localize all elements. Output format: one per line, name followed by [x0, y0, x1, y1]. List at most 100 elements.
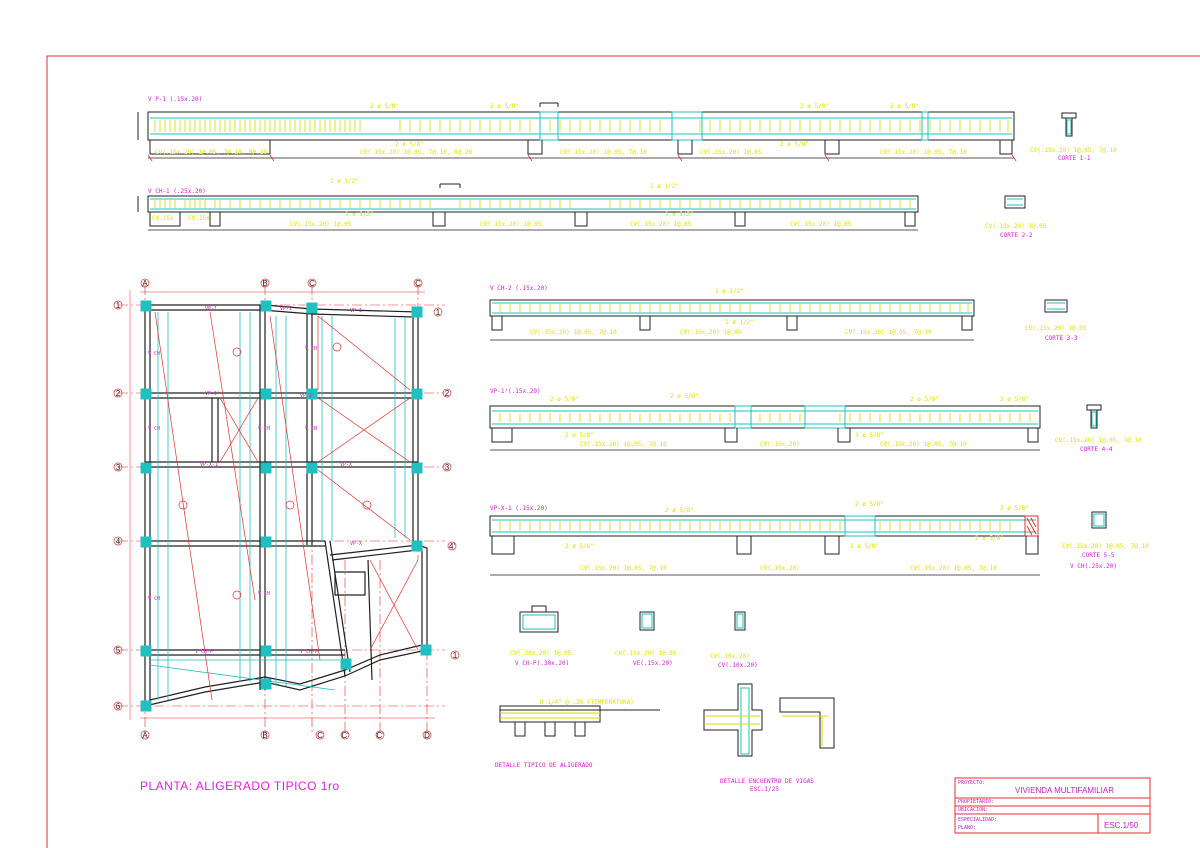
detail-encuentro: DETALLE ENCUENTRO DE VIGAS ESC.1/25	[703, 683, 835, 793]
plan-axis-left-5: 5	[116, 646, 121, 655]
svg-text:2 ø 5/8": 2 ø 5/8"	[395, 141, 424, 148]
svg-text:2 ø 5/8": 2 ø 5/8"	[1000, 396, 1029, 403]
beam-vch2-title: V CH-2 (.15x.20)	[490, 285, 548, 292]
svg-text:V CH-P: V CH-P	[300, 649, 318, 655]
tb-escala: ESC.1/50	[1104, 821, 1139, 830]
svg-text:2 ø 5/8": 2 ø 5/8"	[370, 103, 399, 110]
svg-text:CV(.15x.20) 1@.05, 7@.10: CV(.15x.20) 1@.05, 7@.10	[1062, 543, 1149, 550]
floor-plan: VP-1VP-1VP-1 VP-1'VP-1' VP-X-1VP-X VP-XV…	[113, 278, 460, 793]
plan-axis-right-1: 1	[436, 308, 441, 317]
beam-vch1-elevation: V CH-1 (.25x.20) CV.15x CV.15x CV(.15x.2…	[137, 178, 919, 231]
svg-text:CV(.15x.20) 1@.05, 7@.10: CV(.15x.20) 1@.05, 7@.10	[560, 149, 647, 156]
svg-text:CV(.15x.20) 1@.05: CV(.15x.20) 1@.05	[290, 221, 352, 228]
plan-axis-top-c: C	[309, 279, 315, 288]
svg-text:VP-1': VP-1'	[205, 391, 220, 397]
svg-text:CV(.15x.20) 1@.05: CV(.15x.20) 1@.05	[630, 221, 692, 228]
svg-text:V CH: V CH	[258, 591, 270, 597]
svg-text:1 ø 1/2": 1 ø 1/2"	[345, 211, 374, 218]
svg-text:V CH: V CH	[148, 426, 160, 432]
svg-text:V CH-P: V CH-P	[195, 649, 213, 655]
svg-text:1 ø 1/2": 1 ø 1/2"	[725, 319, 754, 326]
svg-text:1 ø 1/2": 1 ø 1/2"	[330, 178, 359, 185]
svg-text:CV(.15x.20) 1@.05: CV(.15x.20) 1@.05	[480, 221, 542, 228]
svg-text:VP-1': VP-1'	[300, 393, 315, 399]
svg-text:CV(.15x.20) 1@.05, 7@.10: CV(.15x.20) 1@.05, 7@.10	[845, 329, 932, 336]
svg-text:CV(.15x.20) 1@.05, 7@.10: CV(.15x.20) 1@.05, 7@.10	[530, 329, 617, 336]
beam-vpx1-title: VP-X-1 (.15x.20)	[490, 505, 548, 512]
svg-text:2 ø 5/8": 2 ø 5/8"	[855, 501, 884, 508]
svg-text:CV(.15x.20) 1@.05: CV(.15x.20) 1@.05	[1025, 325, 1087, 332]
plan-axis-left-1: 1	[116, 301, 121, 310]
svg-text:1 ø 1/2": 1 ø 1/2"	[665, 211, 694, 218]
svg-text:CV(.15x.20) 1@.05: CV(.15x.20) 1@.05	[985, 223, 1047, 230]
svg-text:VP-1: VP-1	[205, 306, 217, 312]
plan-axis-top-b: B	[262, 279, 267, 288]
svg-text:CV.15x: CV.15x	[188, 215, 210, 222]
plan-axis-bottom-c2: C'	[376, 731, 384, 740]
svg-text:CV(.30x.20) 1@.05: CV(.30x.20) 1@.05	[510, 650, 572, 657]
beam-vpx1-elevation: VP-X-1 (.15x.20) CV(.15x.20) 1@.05, 7@.1…	[489, 501, 1040, 576]
label-detail-cv: CV(.10x.20)	[718, 662, 758, 669]
detail-cv: CV(.10x.20) CV(.10x.20)	[710, 611, 758, 669]
beam-vp1p-elevation: VP-1'(.15x.20) CV(.15x.20) 1@.05, 7@.10 …	[489, 388, 1041, 451]
svg-text:CV(.15x.20) 1@.05: CV(.15x.20) 1@.05	[615, 650, 677, 657]
svg-text:2 ø 5/8": 2 ø 5/8"	[975, 535, 1004, 542]
svg-text:CV(.15x.20) 1@.05: CV(.15x.20) 1@.05	[700, 149, 762, 156]
svg-text:2 ø 5/8": 2 ø 5/8"	[550, 396, 579, 403]
plan-axis-left-3: 3	[116, 463, 121, 472]
beam-vp1p-title: VP-1'(.15x.20)	[490, 388, 541, 395]
svg-text:CV(.15x.20) 1@.05, 7@.10: CV(.15x.20) 1@.05, 7@.10	[580, 565, 667, 572]
section-corte-5-5: CV(.15x.20) 1@.05, 7@.10 CORTE 5-5 V CH(…	[1062, 511, 1149, 570]
svg-text:CV(.15x.20) 1@.05: CV(.15x.20) 1@.05	[680, 329, 742, 336]
svg-text:VP-X: VP-X	[350, 541, 362, 547]
label-detail-ve: VE(.15x.20)	[633, 660, 673, 667]
label-corte-4-4: CORTE 4-4	[1080, 446, 1113, 453]
label-corte-2-2: CORTE 2-2	[1000, 232, 1033, 239]
beam-vch1-title: V CH-1 (.25x.20)	[148, 188, 206, 195]
tb-proyecto-value: VIVIENDA MULTIFAMILIAR	[1015, 786, 1114, 795]
tb-especialidad-label: ESPECIALIDAD:	[958, 817, 997, 823]
svg-text:2 ø 5/8": 2 ø 5/8"	[1000, 505, 1029, 512]
label-detail-esc: ESC.1/25	[750, 786, 779, 793]
svg-text:V CH: V CH	[305, 346, 317, 352]
svg-text:VP-1: VP-1	[350, 308, 362, 314]
label-vch-note: V CH(.25x.20)	[1070, 563, 1117, 570]
sheet-border	[46, 55, 1200, 848]
svg-text:2 ø 5/8": 2 ø 5/8"	[565, 432, 594, 439]
section-corte-4-4: CV(.15x.20) 1@.05, 7@.10 CORTE 4-4	[1055, 404, 1142, 453]
svg-text:VP-X: VP-X	[340, 462, 352, 468]
svg-text:V CH: V CH	[305, 426, 317, 432]
svg-text:CV(.15x.20) 1@.05, 7@.10: CV(.15x.20) 1@.05, 7@.10	[1030, 147, 1117, 154]
plan-axis-right-2: 2	[445, 389, 450, 398]
svg-text:VP-X-1: VP-X-1	[200, 462, 218, 468]
svg-text:2 ø 5/8": 2 ø 5/8"	[670, 393, 699, 400]
svg-text:2 ø 5/8": 2 ø 5/8"	[665, 507, 694, 514]
label-corte-1-1: CORTE 1-1	[1058, 155, 1091, 162]
svg-text:2 ø 5/8": 2 ø 5/8"	[855, 432, 884, 439]
svg-text:V CH: V CH	[148, 351, 160, 357]
svg-text:2 ø 5/8": 2 ø 5/8"	[800, 103, 829, 110]
plan-axis-bottom-c: C	[317, 731, 323, 740]
detail-vch-p: CV(.30x.20) 1@.05 V CH-P(.30x.20)	[510, 605, 572, 667]
svg-text:CV(.15x.20) 1@.05, 7@.10: CV(.15x.20) 1@.05, 7@.10	[1055, 437, 1142, 444]
svg-text:V CH: V CH	[258, 426, 270, 432]
svg-text:2 ø 5/8": 2 ø 5/8"	[490, 103, 519, 110]
svg-text:Ø 1/4" @ .25 (TEMPERATURA): Ø 1/4" @ .25 (TEMPERATURA)	[540, 699, 634, 706]
svg-text:2 ø 5/8": 2 ø 5/8"	[780, 141, 809, 148]
plan-axis-bottom-d: D	[424, 731, 430, 740]
svg-text:CV(.15x.20): CV(.15x.20)	[760, 441, 800, 448]
plan-axis-left-6: 6	[116, 702, 121, 711]
svg-text:CV(.15x.20) 1@.05, 7@.10, R@.2: CV(.15x.20) 1@.05, 7@.10, R@.20	[155, 149, 267, 156]
detail-aligerado: Ø 1/4" @ .25 (TEMPERATURA) DETALLE TIPIC…	[495, 699, 660, 769]
tb-ubicacion-label: UBICACION:	[958, 807, 988, 813]
svg-text:2 ø 5/8": 2 ø 5/8"	[850, 543, 879, 550]
svg-text:CV(.15x.20): CV(.15x.20)	[760, 565, 800, 572]
plan-axis-right-1b: 1	[453, 651, 458, 660]
svg-text:CV(.15x.20) 1@.05: CV(.15x.20) 1@.05	[790, 221, 852, 228]
plan-axis-top-a: A	[142, 279, 148, 288]
svg-text:1 ø 1/2": 1 ø 1/2"	[650, 183, 679, 190]
section-corte-2-2: CV(.15x.20) 1@.05 CORTE 2-2	[985, 195, 1047, 239]
label-detail-aligerado: DETALLE TIPICO DE ALIGERADO	[495, 762, 593, 769]
svg-text:CV(.15x.20) 1@.05, 7@.10: CV(.15x.20) 1@.05, 7@.10	[880, 441, 967, 448]
